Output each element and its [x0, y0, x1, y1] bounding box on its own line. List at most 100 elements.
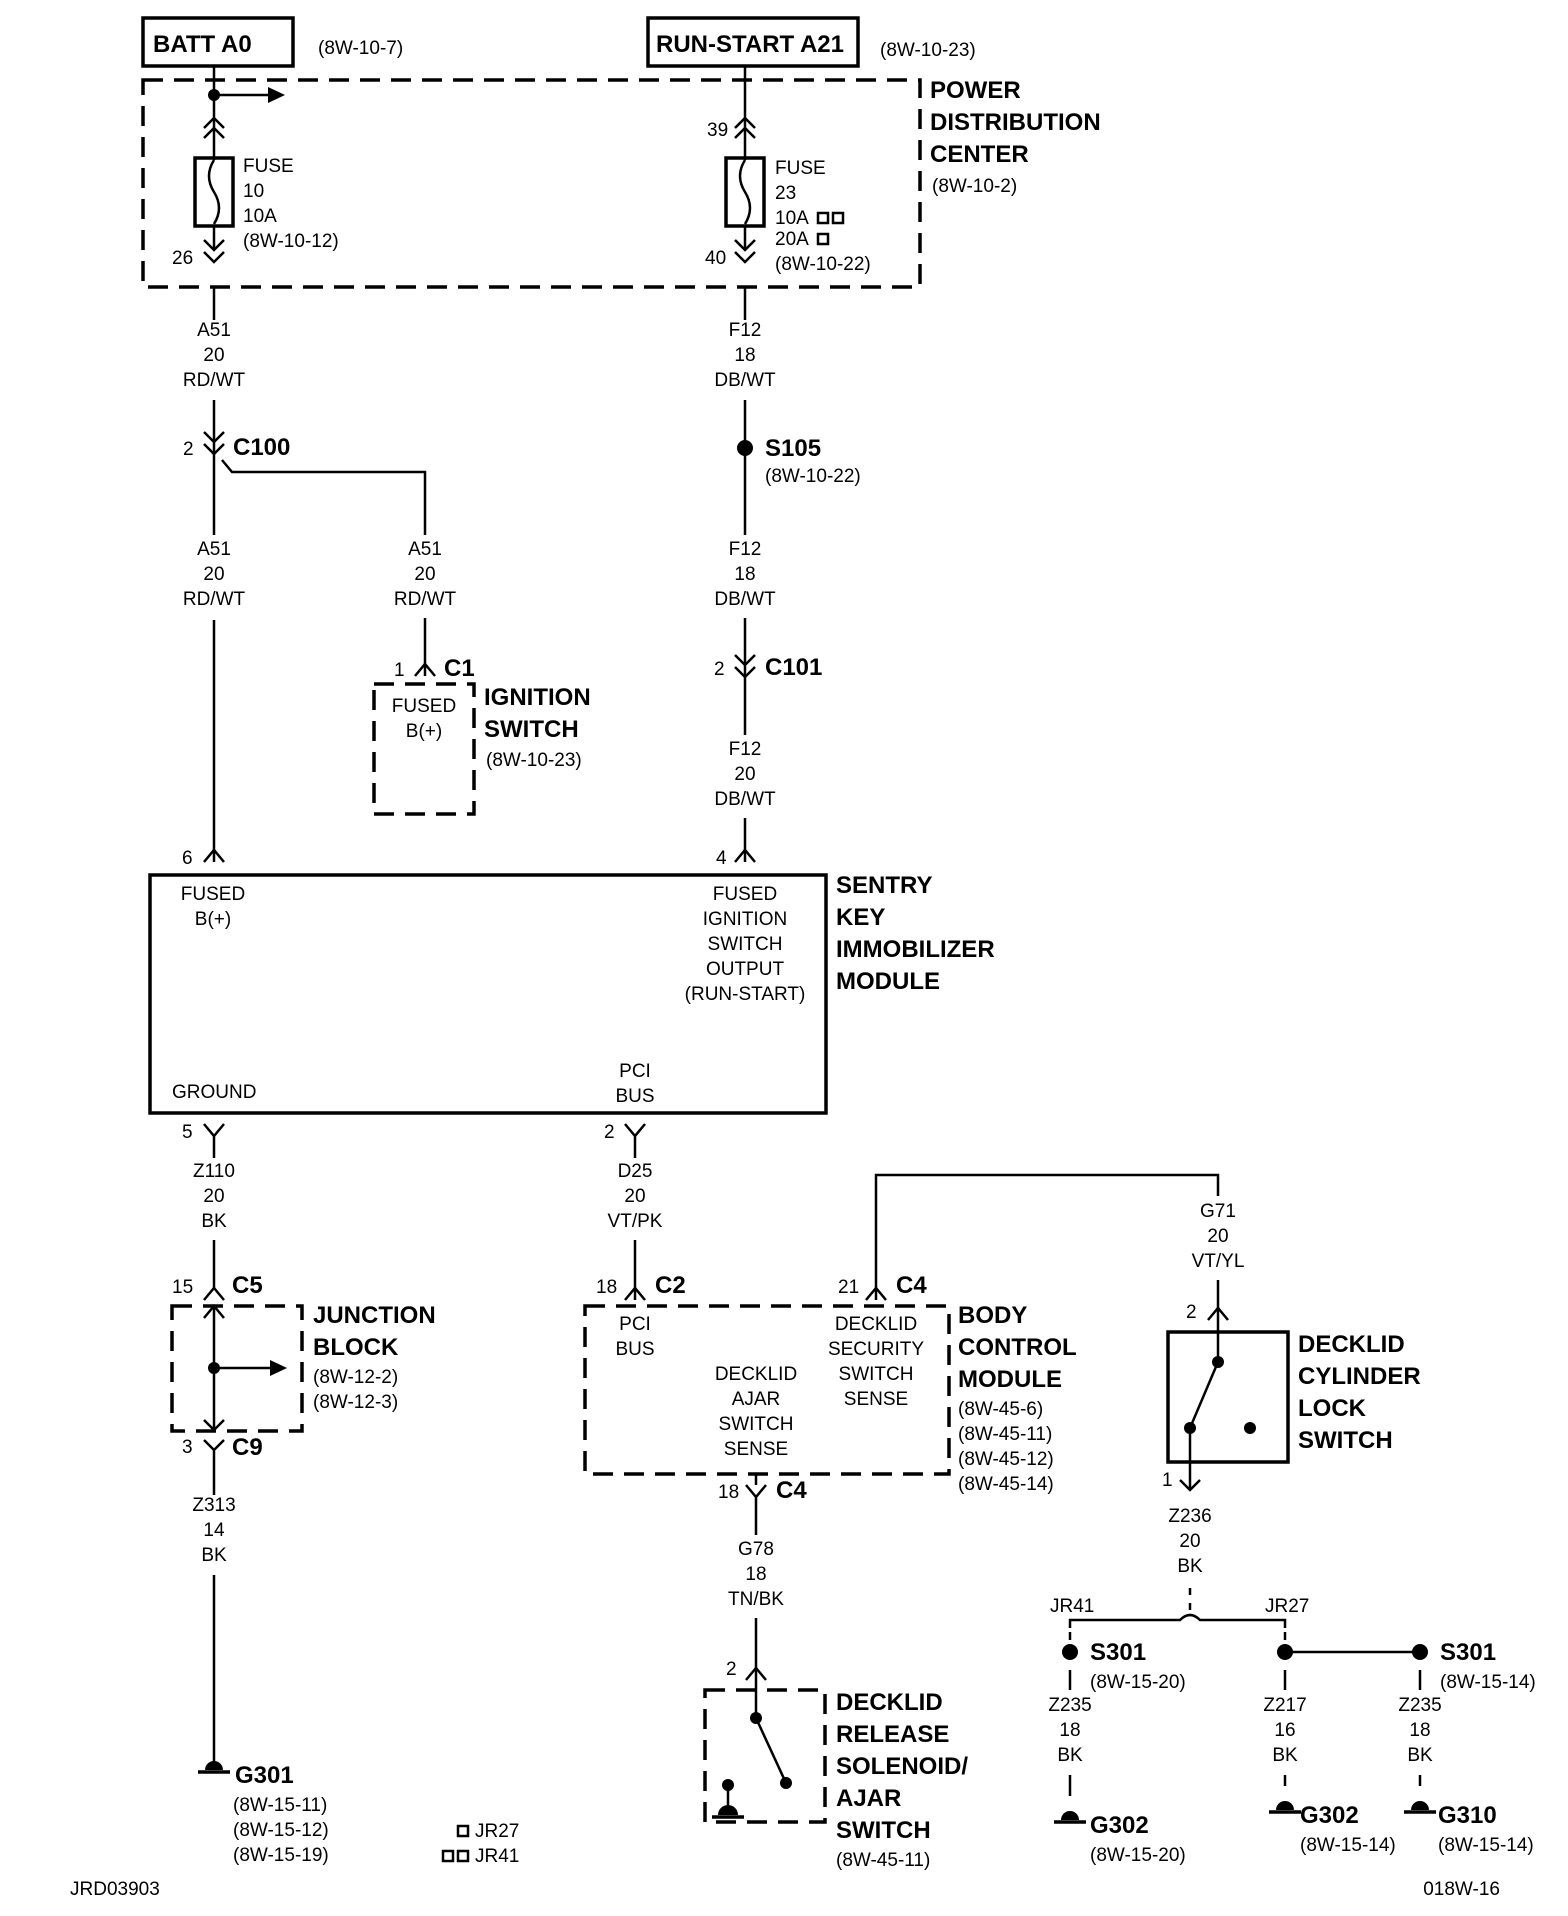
lock-switch-title: LOCK: [1298, 1395, 1367, 1422]
wire-label: 20: [414, 564, 435, 585]
wire-label: 20: [734, 764, 755, 785]
g301-ref: (8W-15-12): [233, 1820, 329, 1841]
skim-ground-label: GROUND: [172, 1082, 256, 1103]
lock-switch-pin-2: 2: [1186, 1302, 1197, 1323]
batt-a0-title: BATT A0: [153, 31, 252, 58]
ign-ref: (8W-10-23): [486, 750, 582, 771]
pci-bus-circuit: 2 D25 20 VT/PK 18 C2: [596, 1122, 686, 1301]
g302b-name: G302: [1300, 1802, 1359, 1829]
option-square-icon: [456, 1849, 470, 1863]
s105-ref: (8W-10-22): [765, 466, 861, 487]
z236-ground-circuit: Z236 20 BK JR41 JR27 S301 (8W-15-20) Z23…: [1048, 1506, 1535, 1866]
skim-title: IMMOBILIZER: [836, 936, 995, 963]
run-start-a21-source: RUN-START A21 (8W-10-23): [646, 16, 976, 68]
ground-icon: [1411, 1801, 1429, 1810]
bcm-ref: (8W-45-14): [958, 1474, 1054, 1495]
ign-pin-label: B(+): [406, 721, 442, 742]
bcm-title: CONTROL: [958, 1334, 1077, 1361]
solenoid-title: SWITCH: [836, 1817, 931, 1844]
skim-pin-label: SWITCH: [708, 934, 783, 955]
wire-label: BK: [1057, 1745, 1083, 1766]
fuse-10-label: (8W-10-12): [243, 231, 339, 252]
wire-label: 14: [203, 1520, 225, 1541]
c101-pin: 2: [714, 659, 725, 680]
legend-jr27: JR27: [475, 1821, 519, 1842]
wire-label: BK: [1177, 1556, 1203, 1577]
skim-pin-2: 2: [604, 1122, 615, 1143]
skim-pci-label: BUS: [615, 1086, 654, 1107]
s301-right-splice: [1412, 1644, 1428, 1660]
wire-label: 20: [203, 1186, 224, 1207]
wire-label: Z235: [1048, 1695, 1091, 1716]
bcm-pin-label: BUS: [615, 1339, 654, 1360]
ground-icon: [205, 1761, 223, 1770]
wire-label: Z217: [1263, 1695, 1306, 1716]
skim-title: SENTRY: [836, 872, 932, 899]
figure-code-left: JRD03903: [70, 1879, 160, 1900]
fuse-10-label: 10: [243, 181, 264, 202]
ground-icon: [718, 1805, 738, 1815]
skim-pin-5: 5: [182, 1122, 193, 1143]
bcm-pin-label: SWITCH: [719, 1414, 794, 1435]
fuse-23-pin-out: 40: [705, 248, 726, 269]
wire-label: D25: [618, 1161, 653, 1182]
c4-top-name: C4: [896, 1272, 927, 1299]
wire-label: 18: [745, 1564, 766, 1585]
ground-icon: [1276, 1801, 1294, 1810]
lock-switch-pin-1: 1: [1162, 1470, 1173, 1491]
c2-pin: 18: [596, 1277, 617, 1298]
batt-a0-ref: (8W-10-7): [318, 38, 403, 59]
wire-label: BK: [1272, 1745, 1298, 1766]
wire-label: 18: [734, 564, 755, 585]
s301-right-name: S301: [1440, 1639, 1496, 1666]
wire-label: 16: [1274, 1720, 1295, 1741]
c5-name: C5: [232, 1272, 263, 1299]
lock-switch-title: CYLINDER: [1298, 1363, 1421, 1390]
skim-pin-4: 4: [716, 848, 727, 869]
wire-label: 18: [1059, 1720, 1080, 1741]
skim-pin-label: B(+): [195, 909, 231, 930]
c2-name: C2: [655, 1272, 686, 1299]
decklid-cylinder-lock-switch: 1 DECKLID CYLINDER LOCK SWITCH: [1162, 1320, 1421, 1492]
solenoid-title: AJAR: [836, 1785, 901, 1812]
option-square-icon: [831, 211, 845, 225]
body-control-module: PCI BUS DECKLID SECURITY SWITCH SENSE DE…: [583, 1302, 1077, 1495]
skim-pin-label: (RUN-START): [685, 984, 806, 1005]
batt-a0-source: BATT A0 (8W-10-7): [141, 16, 403, 68]
c4-bottom-pin: 18: [718, 1482, 739, 1503]
wire-label: 20: [1207, 1226, 1228, 1247]
wire-label: G78: [738, 1539, 774, 1560]
fuse-10-pin: 26: [172, 248, 193, 269]
skim-pin-label: IGNITION: [703, 909, 787, 930]
wire-label: F12: [729, 739, 762, 760]
wire-label: Z236: [1168, 1506, 1211, 1527]
fuse-23-label: 23: [775, 183, 796, 204]
bcm-ref: (8W-45-6): [958, 1399, 1043, 1420]
s105-splice: [737, 440, 753, 456]
wire-label: F12: [729, 539, 762, 560]
s301-left-ref: (8W-15-20): [1090, 1672, 1186, 1693]
s301-left-splice: [1062, 1644, 1078, 1660]
skim-pci-label: PCI: [619, 1061, 651, 1082]
fuse-23-label: (8W-10-22): [775, 254, 871, 275]
wire-label: DB/WT: [714, 589, 776, 610]
ignition-switch: A51 20 RD/WT 1 C1 FUSED B(+) IGNITION SW…: [372, 539, 591, 816]
wire-label: A51: [197, 539, 231, 560]
wire-label: DB/WT: [714, 370, 776, 391]
c1-name: C1: [444, 655, 475, 682]
jb-title: BLOCK: [313, 1334, 399, 1361]
c9-name: C9: [232, 1434, 263, 1461]
wire-label: 18: [1409, 1720, 1430, 1741]
c5-pin: 15: [172, 1277, 193, 1298]
wire-label: Z235: [1398, 1695, 1441, 1716]
sentry-key-immobilizer-module: FUSED B(+) FUSED IGNITION SWITCH OUTPUT …: [148, 872, 995, 1115]
fuse-23-pin-in: 39: [707, 120, 728, 141]
wire-label: 20: [1179, 1531, 1200, 1552]
solenoid-title: DECKLID: [836, 1689, 943, 1716]
bcm-pin-label: SWITCH: [839, 1364, 914, 1385]
g78-circuit: 18 C4 G78 18 TN/BK 2: [718, 1474, 807, 1681]
g302-name: G302: [1090, 1812, 1149, 1839]
wire-label: Z313: [192, 1495, 235, 1516]
run-start-ref: (8W-10-23): [880, 40, 976, 61]
